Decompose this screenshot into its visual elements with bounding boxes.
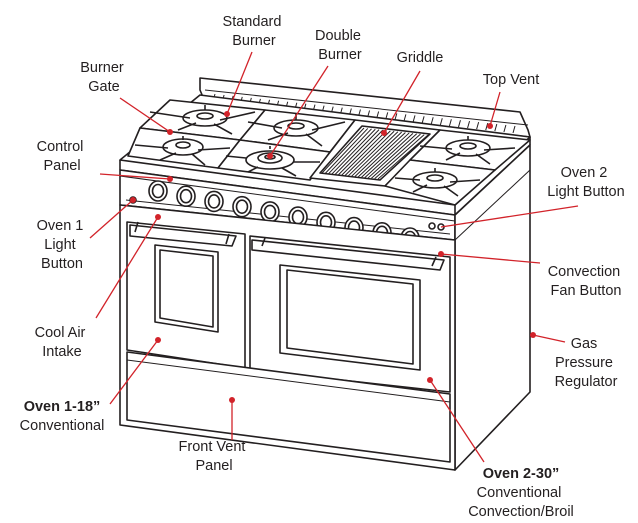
label-gas-pressure-regulator: Gas Pressure Regulator: [555, 336, 618, 390]
vent-slot: [503, 124, 507, 133]
labels: Standard Burner Double Burner Burner Gat…: [20, 14, 625, 520]
vent-slot: [421, 116, 425, 124]
vent-slot: [485, 122, 489, 131]
vent-slot: [457, 120, 461, 128]
burner-front-left: [127, 127, 241, 169]
griddle-plate: [309, 119, 441, 187]
oven1-door: [126, 221, 246, 369]
oven2-door: [249, 235, 451, 393]
burner-knob[interactable]: [232, 195, 252, 218]
griddle-ridge: [354, 131, 402, 177]
label-standard-burner: Standard Burner: [223, 14, 286, 49]
vent-slot: [494, 123, 498, 132]
label-double-burner: Double Burner: [315, 28, 365, 63]
oven2-handle[interactable]: [251, 239, 445, 271]
front-vent-panel: [126, 351, 451, 463]
griddle-ridge: [374, 134, 425, 180]
oven1-handle[interactable]: [129, 224, 237, 247]
griddle-ridge: [348, 130, 395, 177]
burner-knob[interactable]: [204, 190, 224, 213]
griddle-ridge: [351, 131, 399, 177]
label-oven1-title: Oven 1-18”: [24, 399, 101, 415]
label-oven2-sub: Conventional Convection/Broil: [468, 485, 574, 520]
label-convection-fan-button: Convection Fan Button: [548, 264, 625, 299]
oven-front-body: [119, 204, 456, 471]
griddle-ridge: [361, 132, 410, 178]
label-cool-air-intake: Cool Air Intake: [35, 325, 90, 360]
griddle-ridge: [324, 128, 369, 174]
label-oven1-sub: Conventional: [20, 418, 105, 434]
burner-front-right: [384, 159, 496, 206]
leader-lines: [89, 51, 579, 463]
label-burner-gate: Burner Gate: [80, 60, 128, 95]
griddle-ridge: [371, 133, 421, 179]
vent-slot: [430, 117, 434, 125]
griddle-ridge: [321, 127, 365, 174]
label-oven2-title: Oven 2-30”: [483, 466, 560, 482]
burner-knob[interactable]: [176, 185, 196, 208]
burner-knob[interactable]: [148, 180, 168, 202]
label-control-panel: Control Panel: [37, 139, 88, 174]
burner-back-right: [409, 129, 531, 171]
vent-slot: [448, 119, 452, 127]
griddle-ridge: [328, 128, 372, 175]
griddle-ridge: [334, 129, 380, 175]
burner-front-middle: [217, 139, 331, 181]
griddle-ridge: [377, 134, 429, 180]
vent-slot: [512, 125, 516, 134]
range-illustration: [119, 77, 531, 471]
griddle-ridge: [338, 129, 384, 176]
oven2-light-indicator[interactable]: [428, 222, 436, 230]
label-oven2-light-button: Oven 2 Light Button: [547, 165, 624, 200]
griddle-ridge: [357, 132, 406, 178]
label-oven1-light-button: Oven 1 Light Button: [37, 218, 88, 272]
griddle-ridge: [331, 128, 376, 175]
vent-slot: [476, 121, 480, 130]
griddle-ridge: [364, 132, 414, 178]
burner-knob[interactable]: [260, 201, 280, 223]
vent-slot: [467, 121, 471, 129]
vent-slot: [439, 118, 443, 126]
griddle-ridge: [344, 130, 391, 176]
griddle-ridge: [341, 130, 387, 176]
label-top-vent: Top Vent: [483, 72, 539, 88]
vent-slot: [412, 115, 416, 123]
label-front-vent-panel: Front Vent Panel: [179, 439, 250, 474]
griddle-ridge: [367, 133, 418, 179]
burner-grates: [127, 99, 531, 206]
label-griddle: Griddle: [397, 50, 444, 66]
